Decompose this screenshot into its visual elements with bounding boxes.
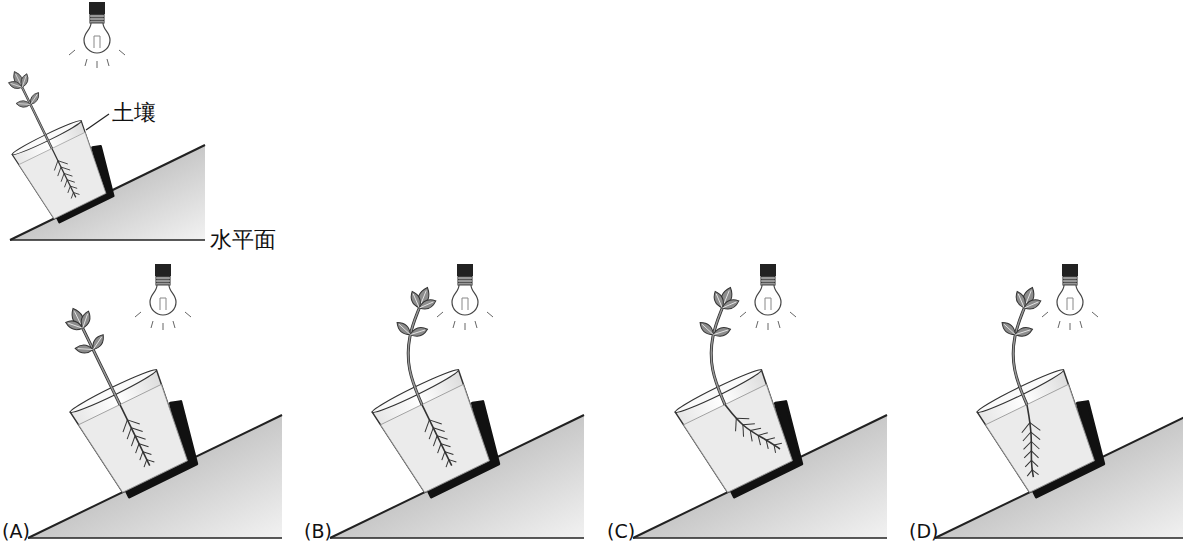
part-label: 水平面: [210, 227, 276, 253]
potted-plant: [0, 52, 123, 228]
light-bulb: [69, 2, 125, 68]
potted-plant: [30, 284, 209, 504]
potted-plant: [332, 283, 514, 504]
light-bulb: [1042, 264, 1098, 330]
option-label: (D): [909, 520, 938, 543]
option-label: (C): [607, 520, 635, 543]
leader-line: [86, 114, 109, 130]
light-bulb: [135, 264, 191, 330]
option-label: (A): [2, 520, 30, 543]
light-bulb: [437, 264, 493, 330]
light-bulb: [740, 264, 796, 330]
potted-plant: [937, 283, 1119, 504]
potted-plant: [635, 283, 817, 504]
option-label: (B): [304, 520, 332, 543]
part-label: 土壤: [112, 100, 156, 126]
